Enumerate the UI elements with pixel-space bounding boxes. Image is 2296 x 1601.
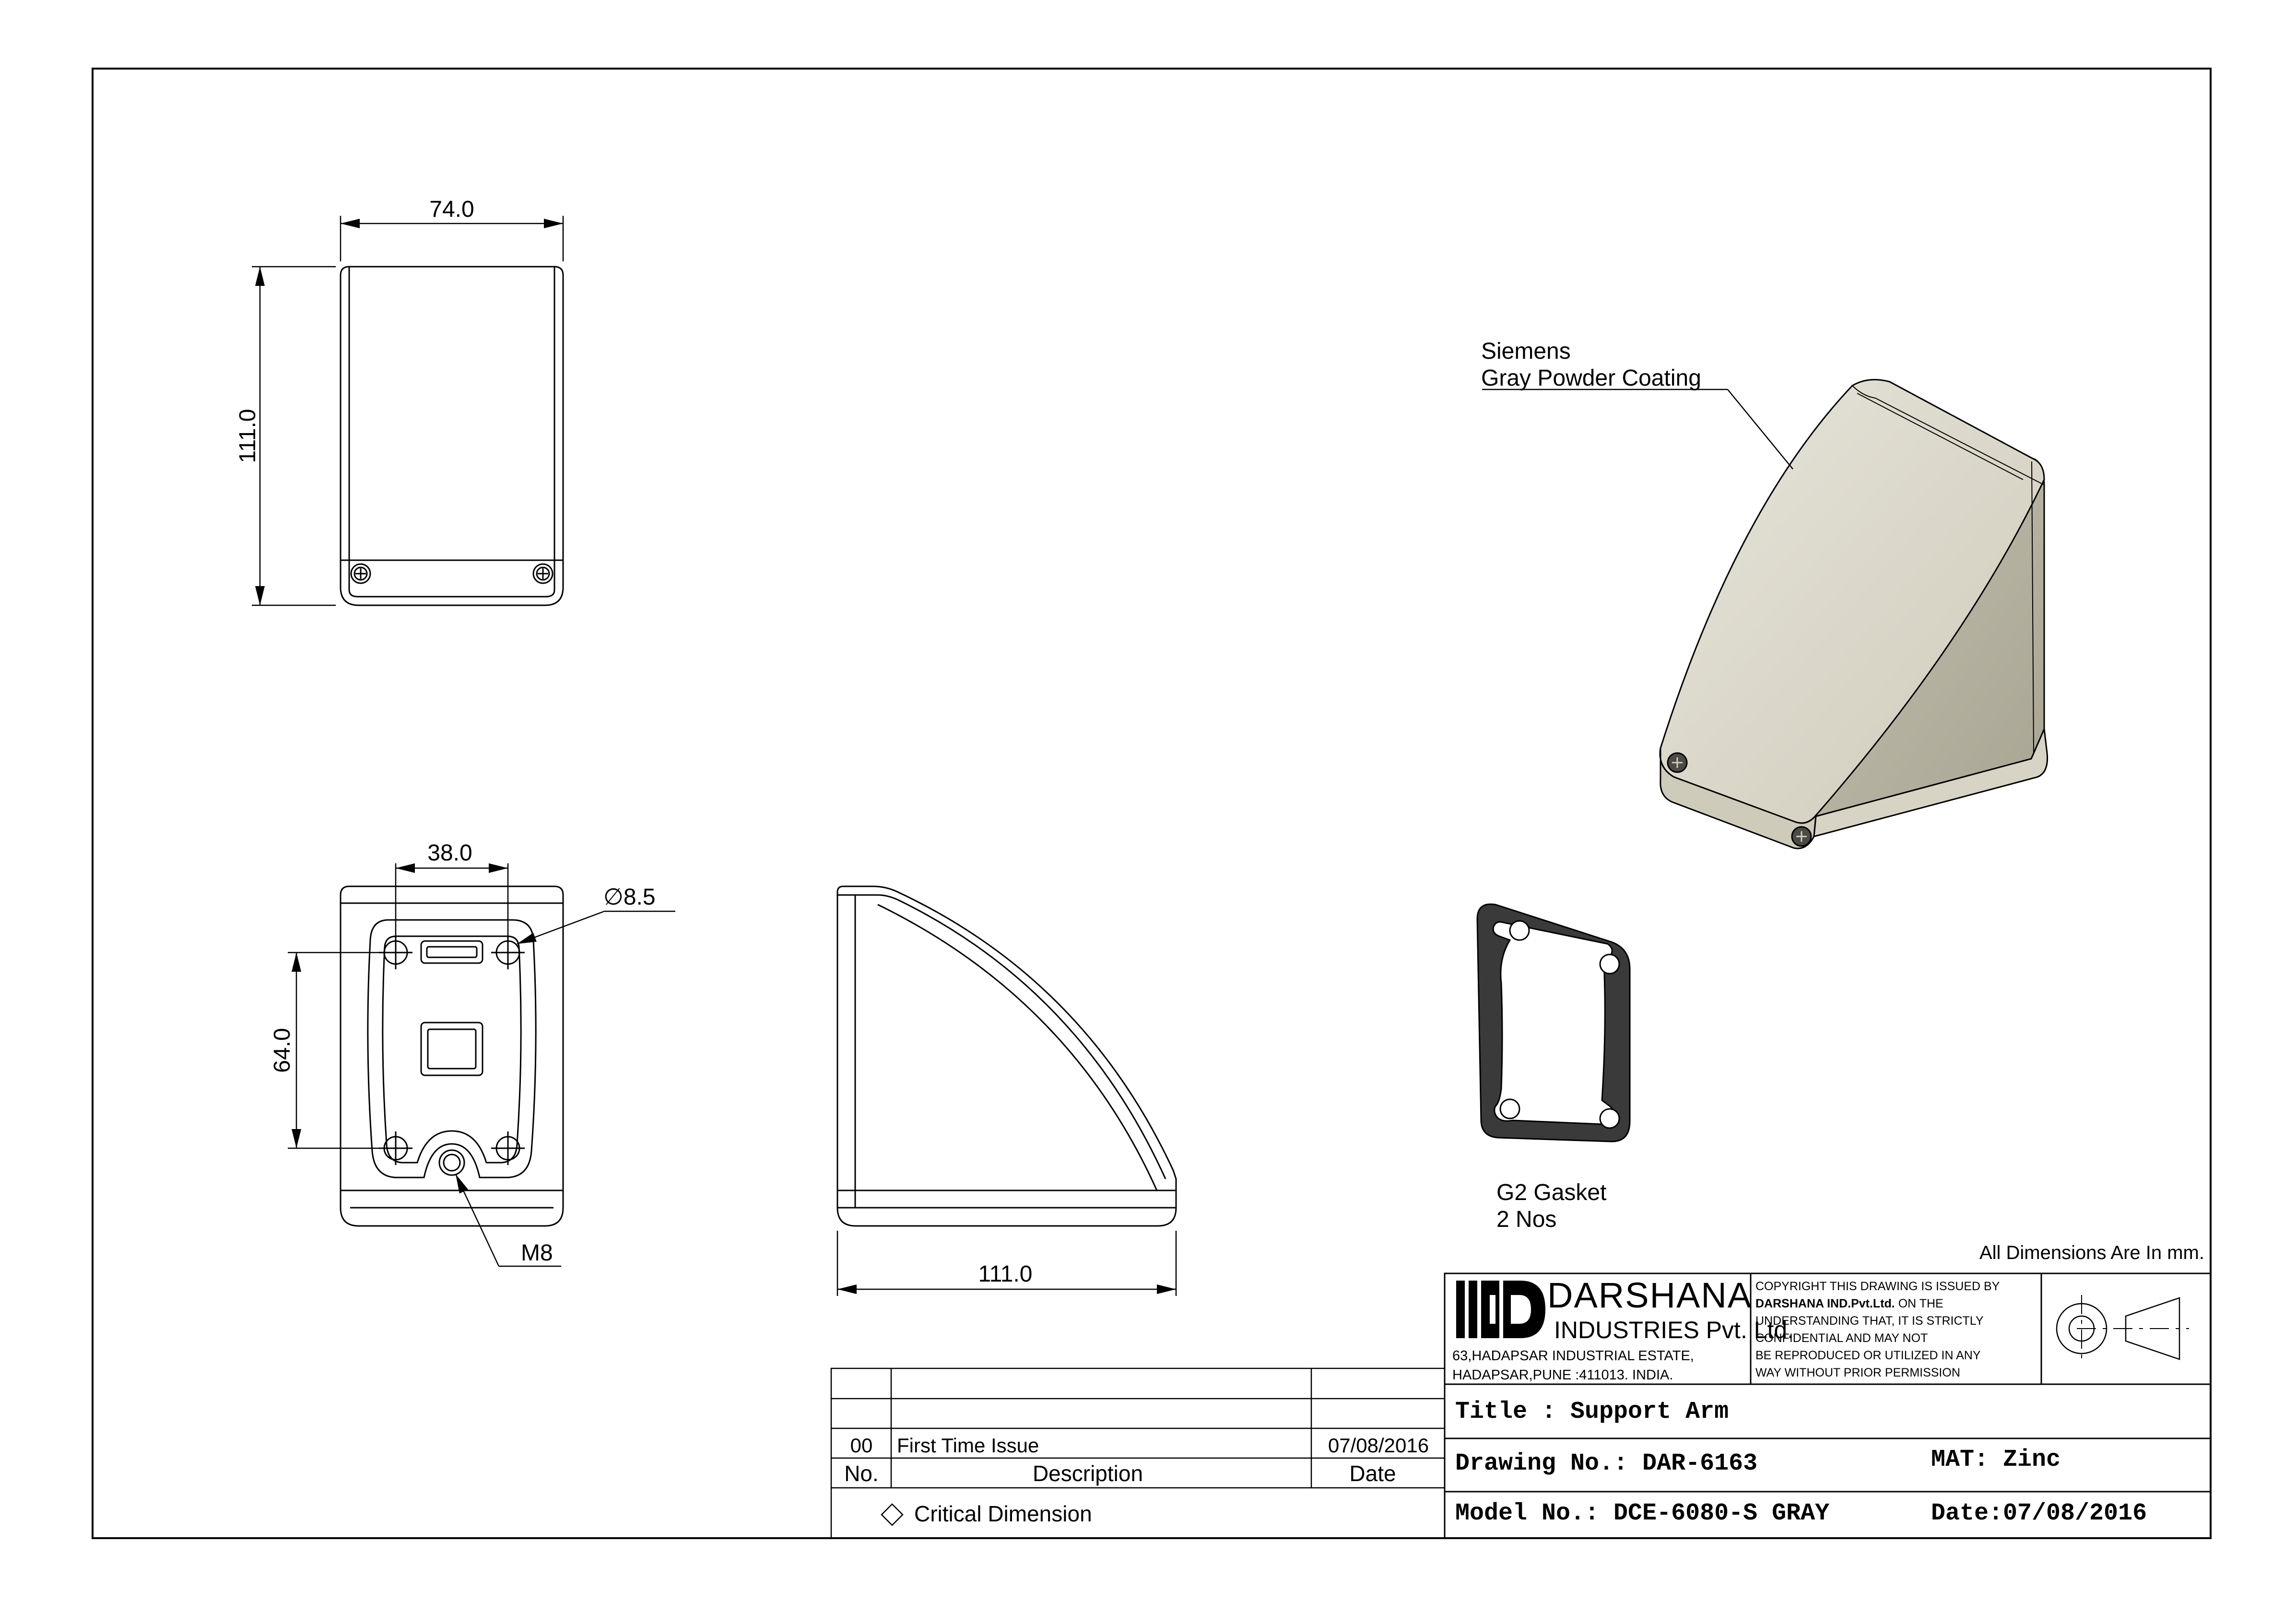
critical-dimension-legend: Critical Dimension [914, 1501, 1092, 1526]
drawing-date: Date:07/08/2016 [1931, 1500, 2147, 1527]
thread-callout: M8 [521, 1240, 553, 1266]
side-view-dims [836, 1231, 1177, 1296]
model-number: Model No.: DCE-6080-S GRAY [1455, 1500, 1829, 1527]
hole-diameter-dim: ∅8.5 [603, 884, 656, 910]
gasket-view [1476, 903, 1631, 1142]
iso-callout-line1: Siemens [1481, 339, 1571, 364]
bottom-hole-spacing-x: 38.0 [427, 840, 472, 866]
copyright-line-1: COPYRIGHT THIS DRAWING IS ISSUED BY [1755, 1280, 2000, 1293]
revision-row-no: 00 [850, 1434, 873, 1457]
revision-header-no: No. [844, 1461, 879, 1486]
side-length-dim: 111.0 [978, 1261, 1033, 1287]
iso-callout-leader [1482, 388, 1793, 470]
company-address-2: HADAPSAR,PUNE :411013. INDIA. [1452, 1367, 1673, 1383]
copyright-line-6: WAY WITHOUT PRIOR PERMISSION [1755, 1366, 1960, 1379]
drawing-number: Drawing No.: DAR-6163 [1455, 1450, 1757, 1477]
iso-callout-line2: Gray Powder Coating [1481, 365, 1701, 391]
revision-header-date: Date [1349, 1461, 1396, 1486]
revision-header-description: Description [1033, 1461, 1143, 1486]
copyright-line-2: DARSHANA IND.Pvt.Ltd. ON THE [1755, 1297, 1943, 1310]
top-width-dim: 74.0 [429, 197, 474, 222]
company-address-1: 63,HADAPSAR INDUSTRIAL ESTATE, [1452, 1348, 1694, 1364]
revision-row-description: First Time Issue [897, 1434, 1039, 1457]
bottom-view [340, 885, 564, 1227]
copyright-line-4: CONFIDENTIAL AND MAY NOT [1755, 1331, 1928, 1345]
company-logo [1456, 1281, 1545, 1338]
material: MAT: Zinc [1931, 1446, 2061, 1473]
isometric-view [1659, 379, 2049, 849]
side-view [836, 885, 1177, 1227]
company-name: DARSHANA [1547, 1275, 1752, 1315]
gasket-label-line1: G2 Gasket [1496, 1180, 1606, 1205]
revision-table [830, 1367, 1446, 1539]
bottom-view-dims [288, 863, 675, 1267]
top-height-dim: 111.0 [235, 409, 260, 463]
revision-row-date: 07/08/2016 [1328, 1434, 1429, 1457]
top-view [340, 266, 564, 606]
drawing-title: Title : Support Arm [1455, 1398, 1729, 1425]
gasket-label-line2: 2 Nos [1496, 1207, 1556, 1232]
title-block [1444, 1272, 2212, 1539]
copyright-line-3: UNDERSTANDING THAT, IT IS STRICTLY [1755, 1314, 1984, 1328]
bottom-hole-spacing-y: 64.0 [270, 1028, 295, 1072]
top-view-dims [252, 216, 564, 606]
company-subname: INDUSTRIES Pvt. Ltd. [1554, 1317, 1794, 1343]
copyright-line-5: BE REPRODUCED OR UTILIZED IN ANY [1755, 1349, 1981, 1362]
units-note: All Dimensions Are In mm. [1979, 1242, 2204, 1263]
